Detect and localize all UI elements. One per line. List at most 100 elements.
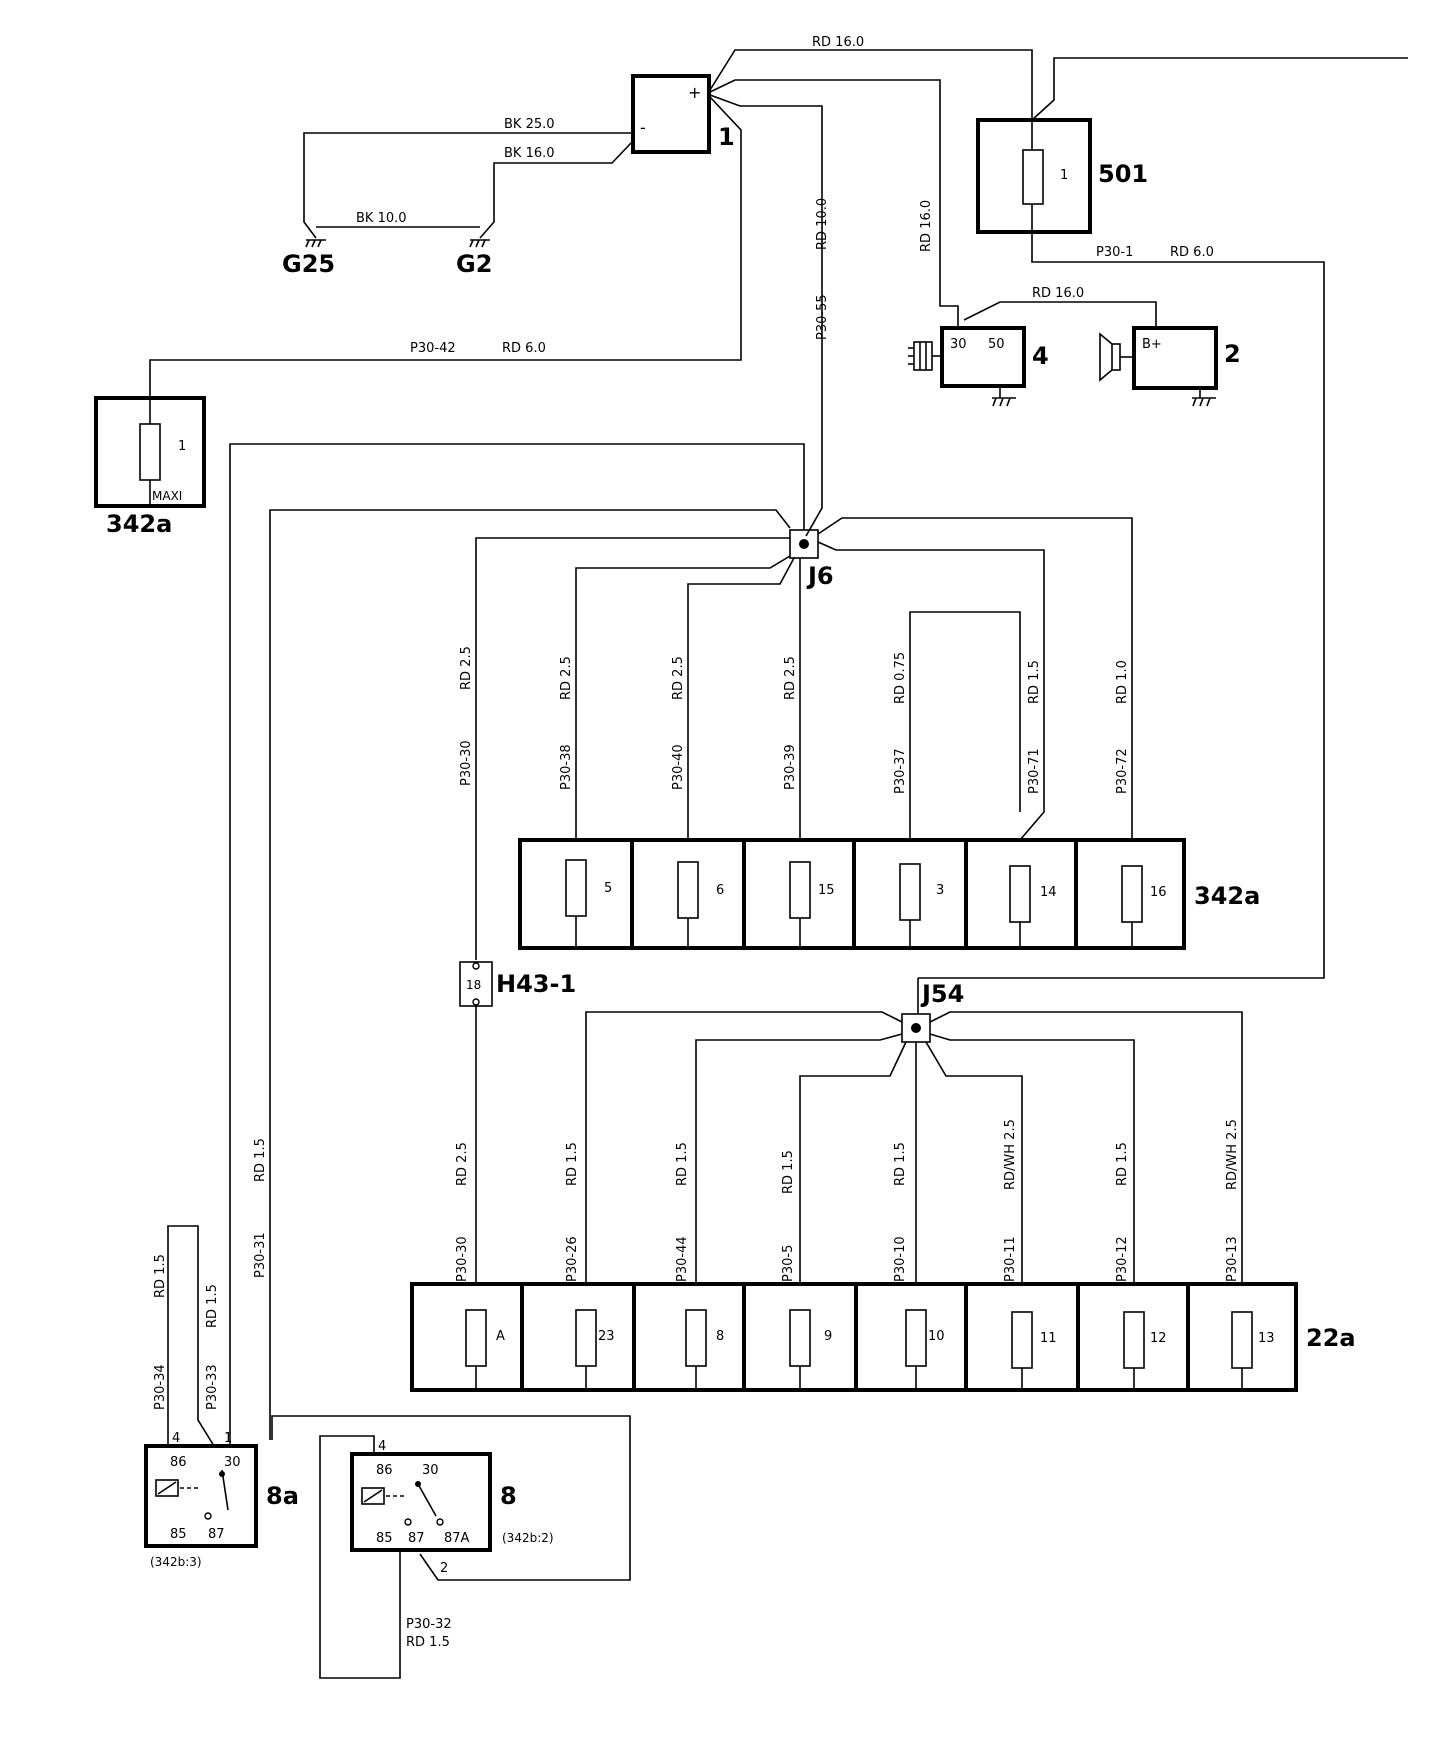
junction-j54-label: J54 [920,980,964,1008]
wire-label-gauge: RD 2.5 [783,656,798,700]
wire-label-code: P30-5 [781,1245,796,1282]
relay-8a-terminal-85: 85 [170,1527,187,1542]
fuse-slot[interactable]: 9 [789,1309,832,1390]
fuse-number: 10 [928,1329,945,1344]
wire-label-code: P30-13 [1225,1236,1240,1282]
fuse-number: 6 [716,883,724,898]
fuse-slot[interactable]: 12 [1123,1311,1167,1390]
fuse-number: 23 [598,1329,615,1344]
junction-j6-label: J6 [806,562,834,590]
relay-8-pin-bottom: 2 [440,1561,448,1576]
wire-label-code: P30-26 [565,1236,580,1282]
ground-g2-label: G2 [456,250,492,278]
wire-rd-6-p30-1: RD 6.0 [1170,245,1214,260]
wire-label-gauge: RD 2.5 [559,656,574,700]
fuse-number: 5 [604,881,612,896]
junction-j54[interactable] [901,1013,931,1043]
fuse-slot[interactable]: 5 [565,859,612,948]
fuse-number: 15 [818,883,835,898]
ground-symbol-g25 [305,239,326,248]
relay-8-terminal-87: 87 [408,1531,425,1546]
wire-rd-25-upper: RD 2.5 [459,646,474,690]
relay-8-terminal-30: 30 [422,1463,439,1478]
wire-p30-42: P30-42 [410,341,456,356]
wire-label-gauge: RD 1.5 [893,1142,908,1186]
fusebox-22a-wire-labels: RD 2.5 P30-30 RD 1.5 P30-26 RD 1.5 P30-4… [455,1119,1240,1282]
unit-501-wiring: P30-1 RD 6.0 [918,57,1408,979]
starter-motor[interactable]: 30 50 [908,326,1026,388]
relay-8a-terminal-86: 86 [170,1455,187,1470]
fuse-slot[interactable]: 15 [789,861,835,948]
relay-8a-pin-top-left: 4 [172,1431,180,1446]
fusebox-342a-id: 342a [1194,882,1260,910]
fuse-slot[interactable]: 6 [677,861,724,948]
starter-generator-wiring: RD 16.0 [963,286,1157,328]
wire-label-gauge: RD 1.0 [1115,660,1130,704]
fuse-number: 12 [1150,1331,1167,1346]
wire-label-code: P30-37 [893,748,908,794]
fuse-slot[interactable]: 14 [1009,865,1057,948]
generator[interactable]: B+ [1099,326,1218,390]
wire-label-code: P30-71 [1027,748,1042,794]
relay-8-terminal-87a: 87A [444,1531,470,1546]
relay-8-wiring: 4 2 P30-32 RD 1.5 [319,1435,560,1679]
unit-501-fuse-label: 1 [1060,168,1068,183]
relay-8a-wiring: RD 1.5 P30-34 RD 1.5 P30-33 4 1 [153,1225,232,1447]
relay-8a-wire-left-code: P30-34 [153,1364,168,1410]
relay-8-id: 8 [500,1482,517,1510]
wire-rd-16-vertical: RD 16.0 [919,200,934,252]
maxi-fuse-type: MAXI [152,489,182,503]
wire-label-code: P30-38 [559,744,574,790]
fuse-slot[interactable]: 16 [1121,865,1167,948]
relay-8-pin-top: 4 [378,1439,386,1454]
relay-8-terminal-86: 86 [376,1463,393,1478]
relay-8a-pin-top-right: 1 [224,1431,232,1446]
fusebox-342a-wire-labels: RD 2.5 P30-30 RD 2.5 P30-38 RD 2.5 P30-4… [459,646,1130,794]
battery[interactable]: + - [631,74,711,154]
wire-label-gauge: RD 2.5 [671,656,686,700]
wire-label-code: P30-40 [671,744,686,790]
generator-id: 2 [1224,340,1241,368]
maxi-fuse-342a[interactable]: 1 MAXI [94,396,206,508]
relay-8-ref: (342b:2) [502,1531,554,1545]
relay-8a-terminal-87: 87 [208,1527,225,1542]
wire-bk-10: BK 10.0 [356,211,407,226]
fuse-slot[interactable]: 10 [905,1309,945,1390]
fuse-slot[interactable]: 11 [1011,1311,1057,1390]
connector-h43-1[interactable]: 18 [459,961,493,1007]
relay-8a-id: 8a [266,1482,299,1510]
relay-8[interactable]: 86 30 85 87 87A [350,1452,492,1552]
wire-label-gauge: RD 1.5 [1027,660,1042,704]
generator-ground [1192,388,1216,407]
relay-8a-ref: (342b:3) [150,1555,202,1569]
relay-8a-wire-left-gauge: RD 1.5 [153,1254,168,1298]
fuse-number: 9 [824,1329,832,1344]
wire-label-gauge: RD 0.75 [893,652,908,704]
wire-label-code: P30-12 [1115,1236,1130,1282]
wire-rd-15-p30-32: RD 1.5 [406,1635,450,1650]
wire-label-gauge: RD 1.5 [675,1142,690,1186]
fuse-slot[interactable]: 3 [899,863,944,948]
wire-p30-31: P30-31 [253,1232,268,1278]
unit-501[interactable]: 1 [976,118,1092,234]
fuse-number: 16 [1150,885,1167,900]
ground-wiring: BK 25.0 BK 16.0 BK 10.0 [303,117,633,239]
relay-8a[interactable]: 86 30 85 87 [144,1444,258,1548]
junction-j6[interactable] [789,529,819,559]
wire-label-code: P30-39 [783,744,798,790]
fuse-slot[interactable]: 23 [575,1309,615,1390]
wire-label-code: P30-10 [893,1236,908,1282]
wire-bk-16: BK 16.0 [504,146,555,161]
wire-label-code: P30-30 [455,1236,470,1282]
relay-8-terminal-85: 85 [376,1531,393,1546]
wire-rd-16-starter: RD 16.0 [1032,286,1084,301]
j6-wiring [229,443,1133,1581]
fuse-slot[interactable]: 8 [685,1309,724,1390]
maxi-fuse-number: 1 [178,439,186,454]
fuse-slot[interactable]: A [465,1309,505,1390]
wire-rd-16-top: RD 16.0 [812,35,864,50]
fusebox-342a: 5 6 15 3 14 16 [518,838,1186,950]
relay-8a-wire-right-gauge: RD 1.5 [205,1284,220,1328]
fuse-slot[interactable]: 13 [1231,1311,1275,1390]
